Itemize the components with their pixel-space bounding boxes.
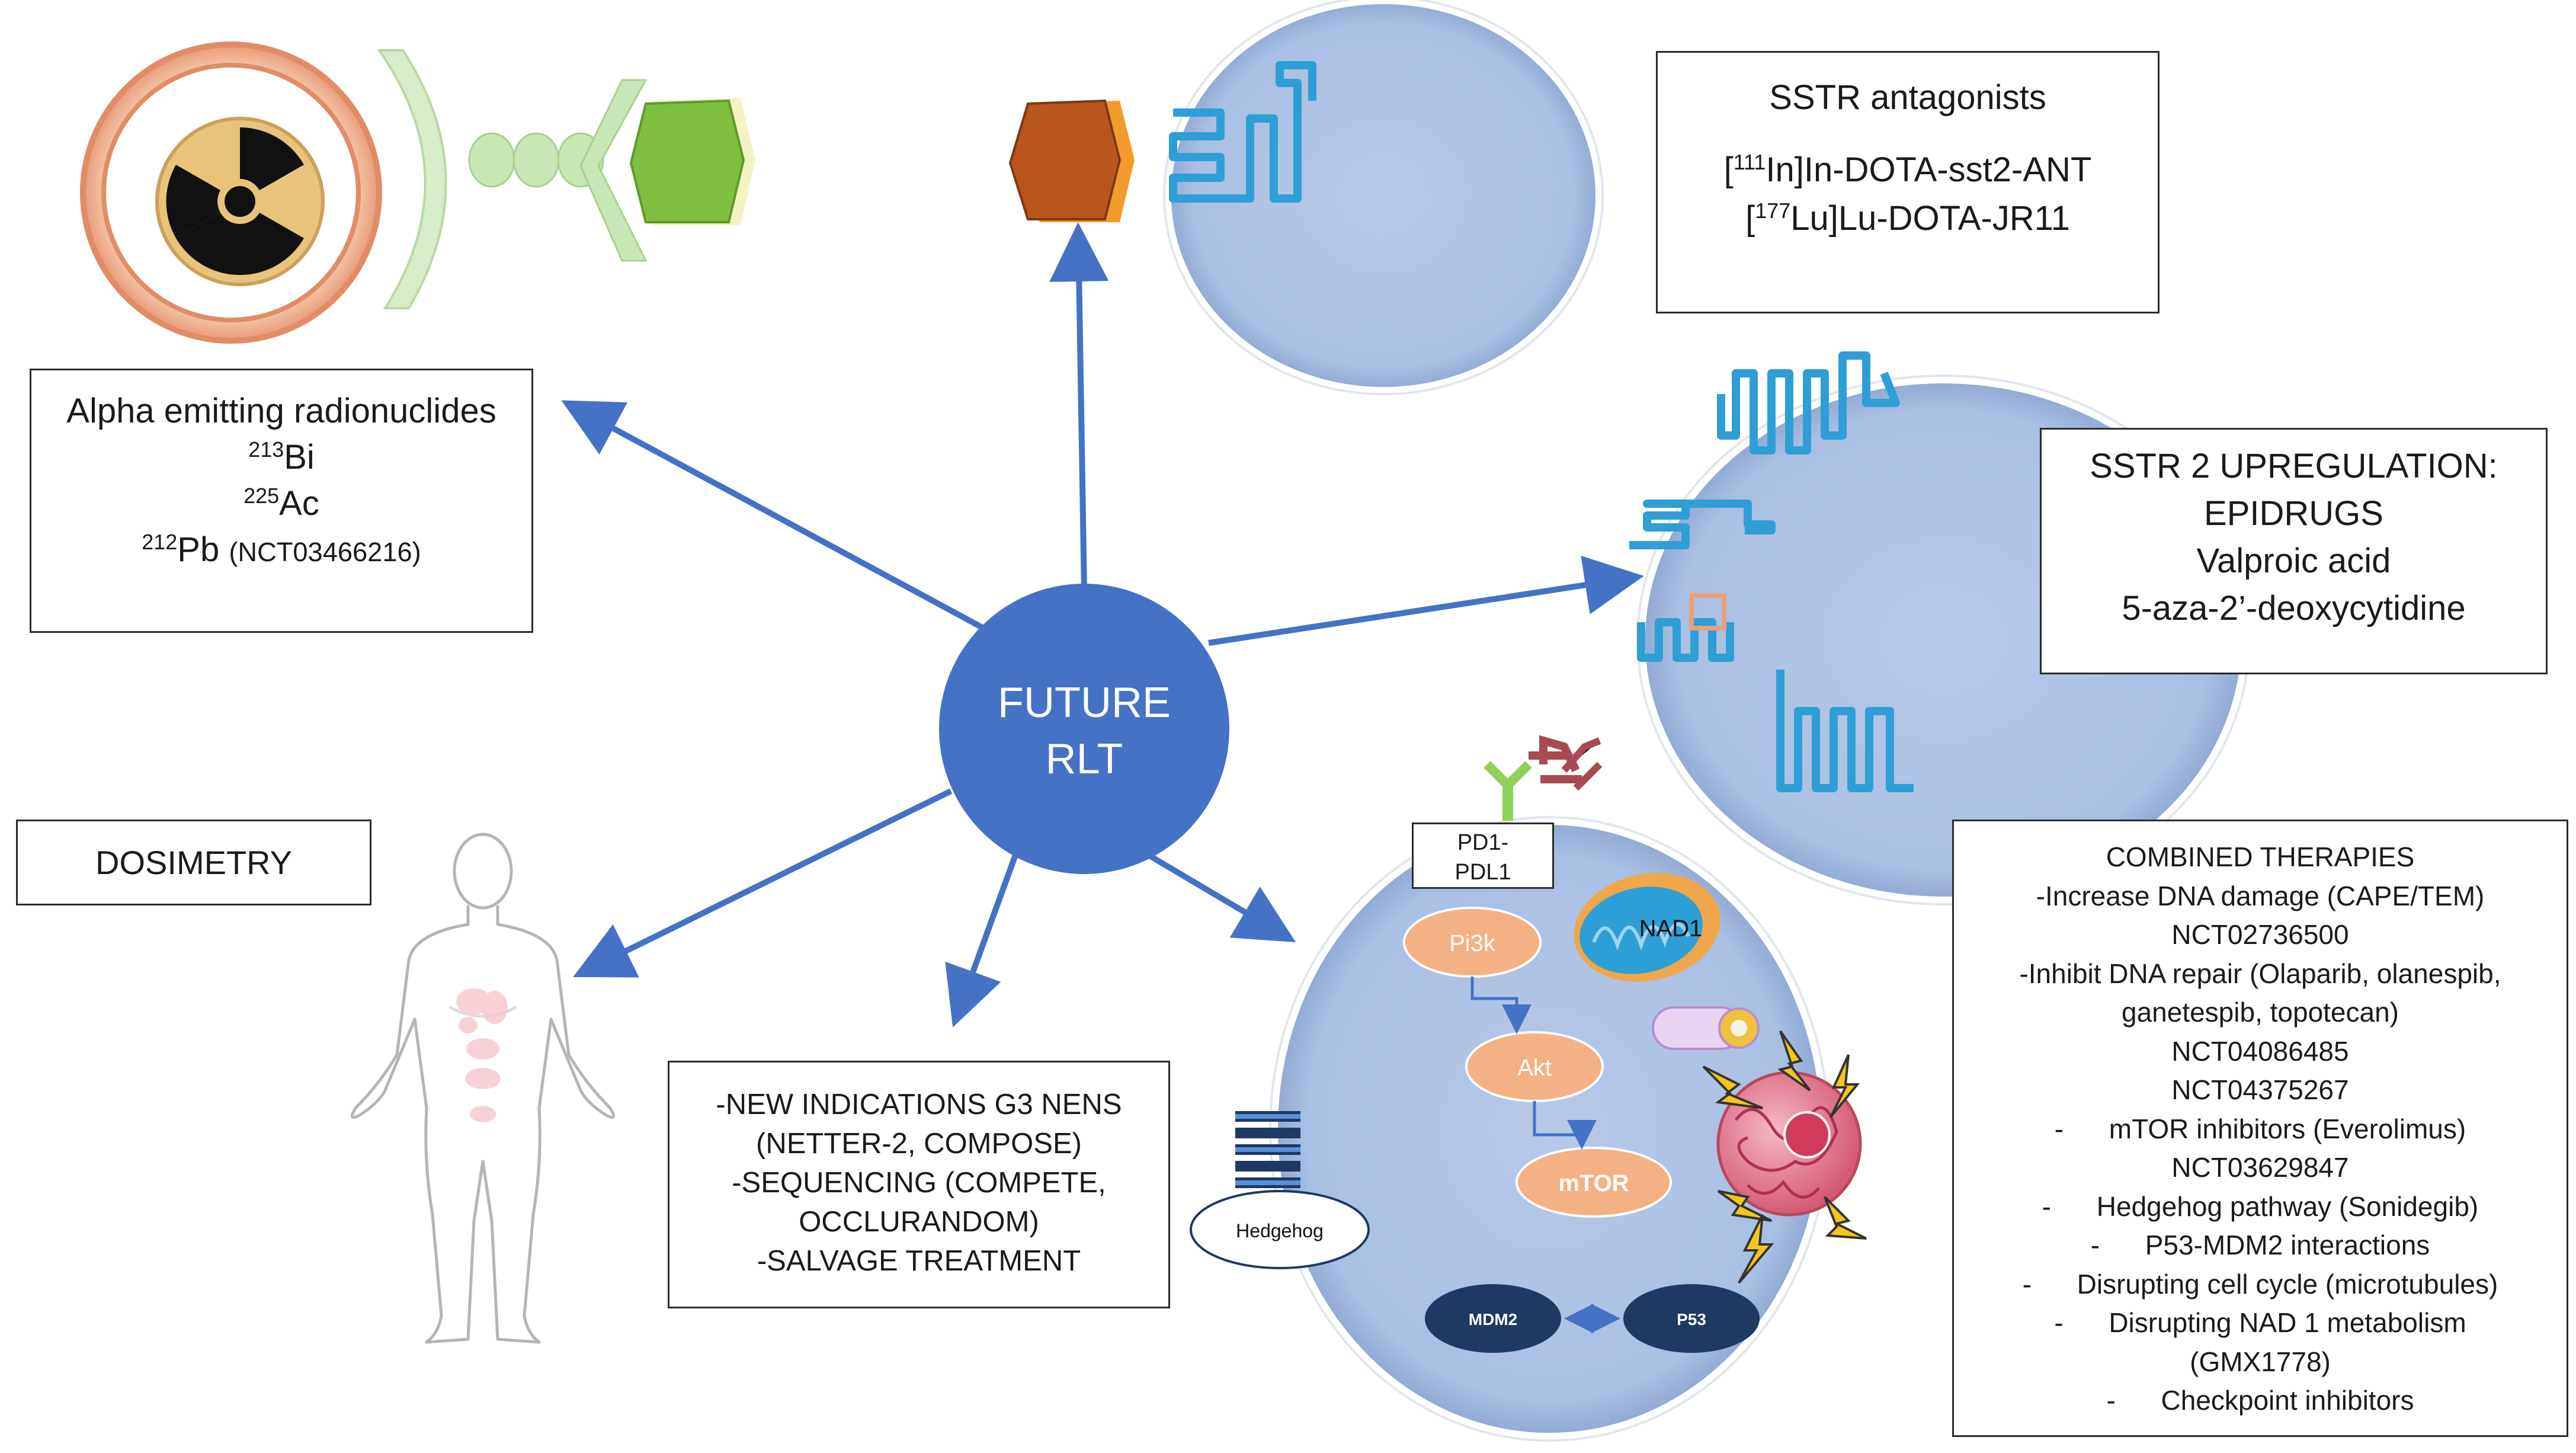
lightning-icon: [1702, 1030, 1867, 1284]
alpha-ac-line: 225Ac: [243, 484, 319, 523]
hedgehog-receptor-icon: [1235, 1111, 1300, 1188]
combined-line-14: (GMX1778): [2190, 1346, 2331, 1377]
arrow-to-alpha: [561, 400, 985, 631]
upregulation-line-4: 5-aza-2’-deoxycytidine: [2122, 589, 2466, 628]
indications-line-2: (NETTER-2, COMPOSE): [756, 1128, 1082, 1160]
mtor-label: mTOR: [1558, 1170, 1629, 1196]
alpha-pb-line: 212Pb (NCT03466216): [142, 530, 421, 569]
combined-line-8: - mTOR inhibitors (Everolimus): [2054, 1113, 2466, 1144]
center-node: FUTURE RLT: [939, 584, 1229, 874]
combined-line-10: - Hedgehog pathway (Sonidegib): [2042, 1190, 2479, 1222]
sstr-compound-1: [111In]In-DOTA-sst2-ANT: [1723, 150, 2092, 189]
arrow-to-combined: [1139, 847, 1296, 943]
receptor-icon: [1169, 61, 1316, 203]
upregulation-line-2: EPIDRUGS: [2204, 494, 2383, 533]
combined-line-7: NCT04375267: [2171, 1074, 2349, 1105]
dosimetry-label: DOSIMETRY: [95, 844, 292, 881]
alpha-bi-line: 213Bi: [248, 437, 315, 476]
pdl1-label: PDL1: [1454, 860, 1511, 885]
combined-line-5: ganetespib, topotecan): [2121, 997, 2399, 1028]
arrow-to-dosimetry: [573, 788, 953, 978]
indications-line-4: OCCLURANDOM): [799, 1206, 1039, 1238]
signaling-cell-illustration: Pi3k Akt mTOR NAD1 Hedgehog MDM2 P53: [1190, 735, 1867, 1442]
alpha-box-title: Alpha emitting radionuclides: [66, 392, 496, 430]
upregulation-line-3: Valproic acid: [2196, 542, 2391, 580]
combined-line-9: NCT03629847: [2171, 1152, 2349, 1183]
damaged-nucleus-icon: [1716, 1071, 1862, 1217]
pd1-pdl1-box: PD1- PDL1: [1412, 822, 1554, 889]
arrow-to-upregulation: [1208, 555, 1644, 646]
radiation-icon: [155, 117, 325, 286]
combined-line-13: - Disrupting NAD 1 metabolism: [2054, 1307, 2466, 1338]
sstr-antagonists-box: SSTR antagonists [111In]In-DOTA-sst2-ANT…: [1656, 51, 2160, 313]
combined-line-1: COMBINED THERAPIES: [2106, 841, 2415, 872]
antagonist-ligand: [1008, 99, 1135, 222]
upregulation-marker: [1689, 593, 1726, 631]
center-label-line2: RLT: [1046, 735, 1123, 783]
receptor-icon: [1629, 351, 1914, 792]
mitochondria-icon: [1574, 873, 1720, 982]
arrow-to-antagonist: [1049, 222, 1109, 590]
center-label-line1: FUTURE: [998, 679, 1171, 726]
combined-line-6: NCT04086485: [2171, 1035, 2349, 1067]
antagonist-cell-illustration: [1008, 0, 1604, 395]
mdm2-label: MDM2: [1469, 1310, 1517, 1329]
sstr-antagonists-title: SSTR antagonists: [1769, 78, 2046, 117]
microtubule-icon: [1652, 1006, 1760, 1050]
combined-line-2: -Increase DNA damage (CAPE/TEM): [2036, 880, 2485, 911]
sstr-compound-2: [177Lu]Lu-DOTA-JR11: [1745, 199, 2070, 238]
combined-line-15: - Checkpoint inhibitors: [2106, 1385, 2414, 1416]
combined-line-4: -Inhibit DNA repair (Olaparib, olanespib…: [2019, 958, 2501, 989]
combined-line-11: - P53-MDM2 interactions: [2090, 1230, 2430, 1260]
combined-line-12: - Disrupting cell cycle (microtubules): [2022, 1268, 2498, 1300]
arrow-to-indications: [945, 852, 1019, 1028]
radioconjugate-illustration: [80, 41, 755, 344]
indications-line-1: -NEW INDICATIONS G3 NENS: [716, 1089, 1122, 1121]
new-indications-box: -NEW INDICATIONS G3 NENS (NETTER-2, COMP…: [668, 1061, 1170, 1308]
alpha-emitters-box: Alpha emitting radionuclides 213Bi 225Ac…: [30, 369, 533, 633]
connector-arrows: [561, 222, 1644, 1028]
upregulation-box: SSTR 2 UPREGULATION: EPIDRUGS Valproic a…: [2040, 428, 2548, 674]
indications-line-3: -SEQUENCING (COMPETE,: [732, 1167, 1106, 1199]
upregulation-line-1: SSTR 2 UPREGULATION:: [2090, 447, 2498, 485]
pi3k-label: Pi3k: [1449, 930, 1496, 956]
combined-therapies-box: COMBINED THERAPIES -Increase DNA damage …: [1952, 820, 2568, 1437]
human-body-icon: [350, 833, 616, 1344]
akt-label: Akt: [1517, 1055, 1552, 1081]
indications-line-5: -SALVAGE TREATMENT: [757, 1245, 1081, 1277]
dosimetry-box: DOSIMETRY: [16, 820, 371, 905]
body-organs: [456, 988, 508, 1122]
nad1-label: NAD1: [1639, 916, 1703, 942]
hedgehog-label: Hedgehog: [1236, 1220, 1324, 1241]
pd1-label: PD1-: [1457, 830, 1509, 855]
combined-line-3: NCT02736500: [2171, 919, 2349, 950]
antibody-icon: [1484, 735, 1603, 821]
p53-label: P53: [1677, 1310, 1706, 1329]
